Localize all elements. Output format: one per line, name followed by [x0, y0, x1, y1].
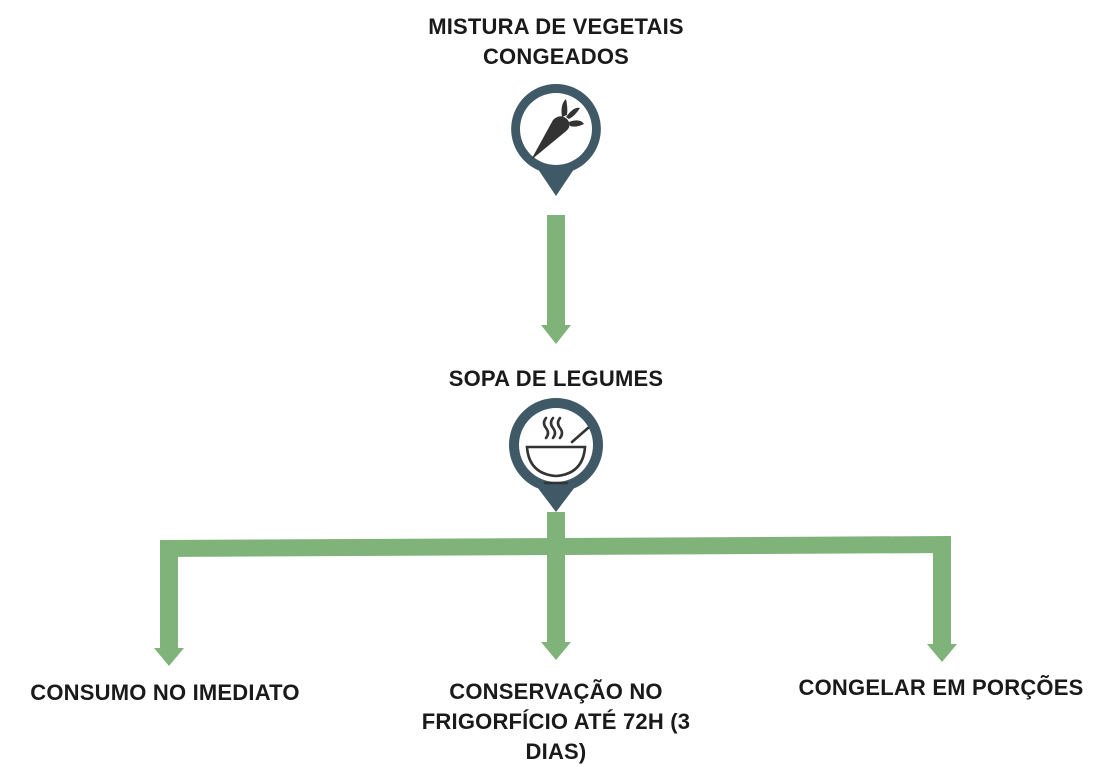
soup-bowl-icon: [525, 416, 590, 485]
arrow-source-to-product: [541, 215, 571, 344]
node-label-immediate: CONSUMO NO IMEDIATO: [30, 680, 300, 705]
arrow-to-freeze: [927, 544, 957, 662]
arrow-to-fridge: [541, 546, 571, 660]
node-label-freeze: CONGELAR EM PORÇÕES: [798, 675, 1084, 700]
marker-inner-circle: [519, 408, 593, 482]
arrow-to-immediate: [154, 548, 184, 666]
node-label-source: MISTURA DE VEGETAIS CONGEADOS: [428, 14, 684, 69]
carrot-marker: [511, 84, 601, 196]
node-label-fridge: CONSERVAÇÃO NO FRIGORFÍCIO ATÉ 72H (3 DI…: [421, 679, 691, 764]
node-label-product: SOPA DE LEGUMES: [448, 366, 664, 391]
soup-marker: [508, 397, 604, 512]
carrot-icon: [531, 99, 584, 160]
